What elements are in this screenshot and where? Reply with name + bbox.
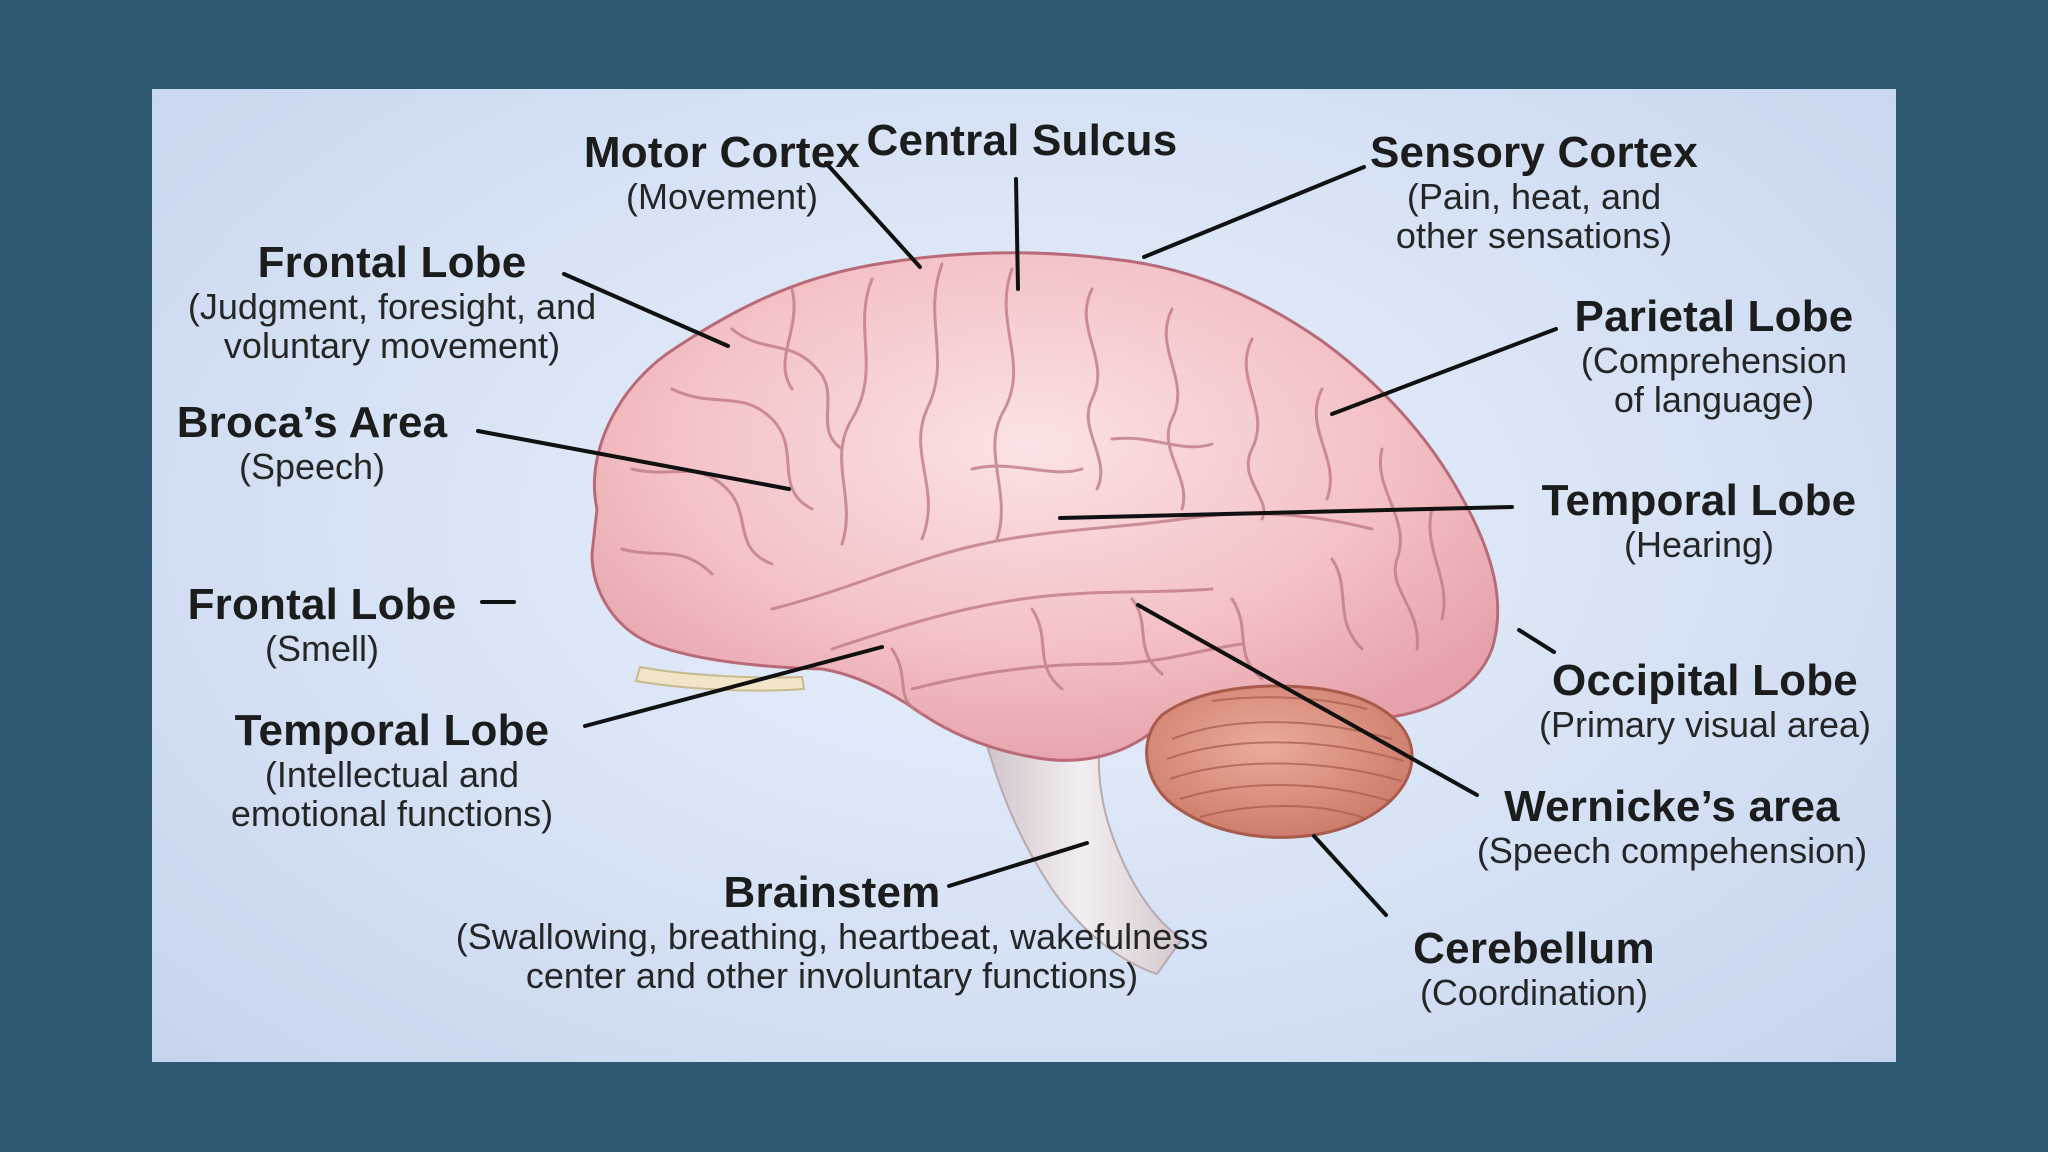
label-temporal-lobe-intellectual: Temporal Lobe (Intellectual and emotiona… [202, 707, 582, 834]
olfactory-bulb-shape [634, 665, 806, 692]
leader-cerebellum [1312, 834, 1388, 917]
label-motor-cortex: Motor Cortex (Movement) [532, 129, 912, 216]
leader-sensory-cortex [1142, 165, 1366, 259]
leader-brocas-area [476, 429, 791, 491]
brainstem-title: Brainstem [723, 868, 941, 917]
parietal-lobe-desc: (Comprehension of language) [1580, 339, 1848, 421]
sensory-cortex-title: Sensory Cortex [1369, 128, 1699, 177]
frontal-lobe-smell-desc: (Smell) [265, 627, 379, 669]
wernickes-area-desc: (Speech compehension) [1476, 829, 1868, 871]
motor-cortex-desc: (Movement) [625, 175, 819, 217]
label-wernickes-area: Wernicke’s area (Speech compehension) [1452, 783, 1892, 870]
leader-temporal-lobe-intellectual [583, 645, 884, 728]
label-occipital-lobe: Occipital Lobe (Primary visual area) [1520, 657, 1890, 744]
parietal-lobe-title: Parietal Lobe [1574, 292, 1854, 341]
temporal-lobe-hearing-desc: (Hearing) [1623, 523, 1775, 565]
cerebrum-gyri [620, 262, 1446, 716]
temporal-lobe-hearing-title: Temporal Lobe [1541, 476, 1857, 525]
brain-diagram-panel: Motor Cortex (Movement) Central Sulcus S… [152, 89, 1896, 1062]
label-brocas-area: Broca’s Area (Speech) [162, 399, 462, 486]
frontal-lobe-judgment-desc: (Judgment, foresight, and voluntary move… [187, 285, 597, 367]
frontal-lobe-judgment-title: Frontal Lobe [257, 238, 527, 287]
leader-temporal-lobe-hearing [1058, 505, 1514, 520]
leader-parietal-lobe [1330, 327, 1558, 416]
label-central-sulcus: Central Sulcus [852, 117, 1192, 165]
frontal-lobe-smell-title: Frontal Lobe [187, 580, 457, 629]
brainstem-desc: (Swallowing, breathing, heartbeat, wakef… [455, 915, 1209, 997]
leader-frontal-lobe-judgment [562, 272, 730, 348]
brainstem-shape [980, 728, 1184, 976]
label-cerebellum: Cerebellum (Coordination) [1374, 925, 1694, 1012]
cerebellum-title: Cerebellum [1413, 924, 1655, 973]
leader-wernickes-area [1136, 603, 1479, 797]
cerebrum-shape [590, 251, 1500, 762]
brain-illustration [476, 161, 1558, 976]
leader-brainstem [947, 841, 1089, 888]
brocas-area-desc: (Speech) [238, 445, 386, 487]
wernickes-area-title: Wernicke’s area [1504, 782, 1840, 831]
temporal-lobe-intellectual-title: Temporal Lobe [234, 706, 550, 755]
occipital-lobe-desc: (Primary visual area) [1538, 703, 1872, 745]
label-brainstem: Brainstem (Swallowing, breathing, heartb… [452, 869, 1212, 996]
label-temporal-lobe-hearing: Temporal Lobe (Hearing) [1514, 477, 1884, 564]
leader-motor-cortex [824, 161, 922, 269]
cerebellum-folia [1166, 696, 1405, 820]
label-frontal-lobe-smell: Frontal Lobe (Smell) [172, 581, 472, 668]
sensory-cortex-desc: (Pain, heat, and other sensations) [1395, 175, 1673, 257]
occipital-lobe-title: Occipital Lobe [1552, 656, 1858, 705]
leader-central-sulcus [1014, 177, 1020, 291]
central-sulcus-title: Central Sulcus [866, 116, 1178, 165]
cerebellum-desc: (Coordination) [1419, 971, 1649, 1013]
label-sensory-cortex: Sensory Cortex (Pain, heat, and other se… [1344, 129, 1724, 256]
label-frontal-lobe-judgment: Frontal Lobe (Judgment, foresight, and v… [172, 239, 612, 366]
label-parietal-lobe: Parietal Lobe (Comprehension of language… [1544, 293, 1884, 420]
cerebellum-shape [1145, 684, 1414, 839]
leader-lines [476, 161, 1558, 917]
brocas-area-title: Broca’s Area [176, 398, 448, 447]
motor-cortex-title: Motor Cortex [583, 128, 861, 177]
leader-occipital-lobe [1517, 628, 1556, 654]
temporal-lobe-intellectual-desc: (Intellectual and emotional functions) [230, 753, 554, 835]
